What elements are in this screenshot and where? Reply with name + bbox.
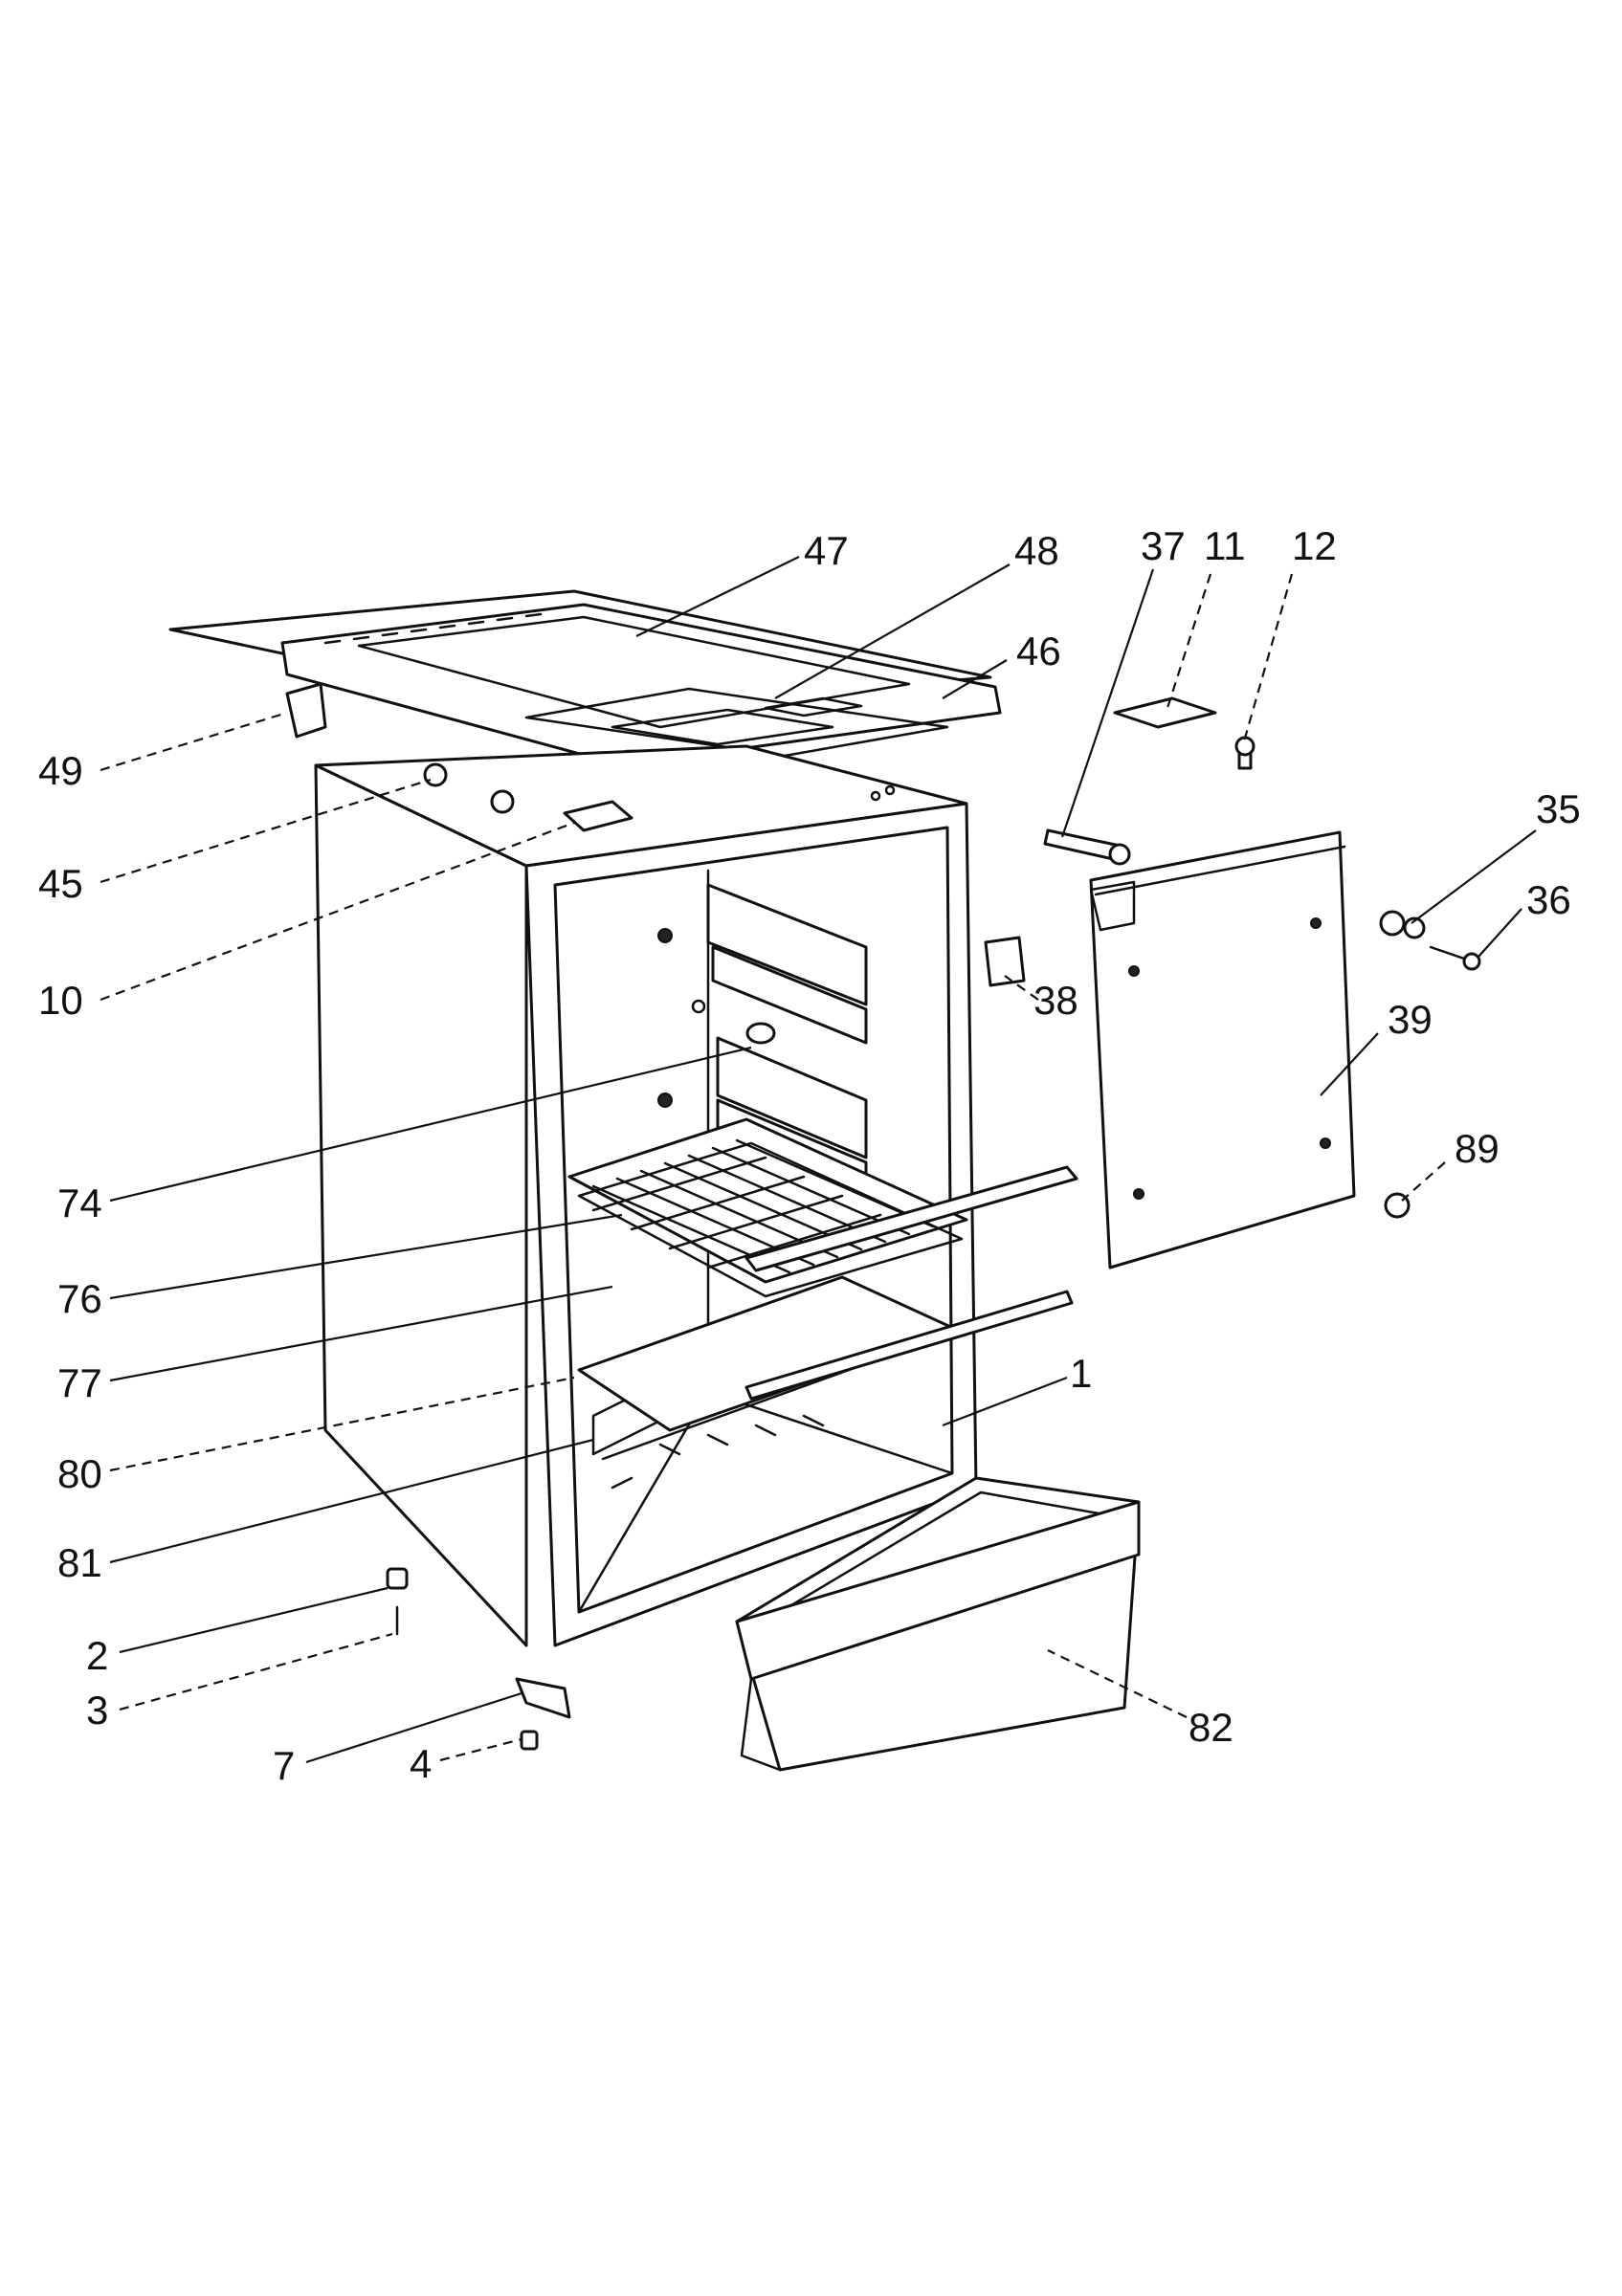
callout-7: 7 (273, 1743, 295, 1788)
callout-81: 81 (57, 1540, 102, 1585)
callout-35: 35 (1536, 786, 1581, 831)
callout-2: 2 (86, 1633, 108, 1678)
callout-77: 77 (57, 1360, 102, 1405)
callout-74: 74 (57, 1181, 102, 1225)
callout-48: 48 (1014, 528, 1059, 573)
wire-shelf (567, 1117, 1078, 1298)
callout-45: 45 (38, 861, 83, 906)
glass-shelf (577, 1275, 1074, 1432)
callout-1: 1 (1070, 1351, 1092, 1396)
callout-labels: 47 48 37 11 12 46 49 35 45 36 10 38 39 8… (38, 523, 1581, 1788)
callout-12: 12 (1292, 523, 1337, 568)
callout-47: 47 (804, 528, 849, 573)
callout-38: 38 (1033, 978, 1078, 1023)
leader-lines (100, 556, 1537, 1764)
callout-80: 80 (57, 1451, 102, 1496)
callout-82: 82 (1189, 1705, 1233, 1750)
callout-3: 3 (86, 1688, 108, 1733)
door-bin (735, 1476, 1141, 1772)
callout-37: 37 (1141, 523, 1186, 568)
vent-slots (323, 612, 543, 645)
callout-39: 39 (1388, 997, 1433, 1042)
callout-4: 4 (410, 1741, 432, 1786)
callout-49: 49 (38, 748, 83, 793)
callout-76: 76 (57, 1276, 102, 1321)
callout-89: 89 (1455, 1126, 1500, 1171)
door (1089, 830, 1356, 1269)
callout-11: 11 (1204, 523, 1246, 568)
callout-46: 46 (1016, 629, 1061, 673)
top-cover (168, 589, 1002, 767)
callout-10: 10 (38, 978, 83, 1023)
callout-36: 36 (1526, 877, 1571, 922)
